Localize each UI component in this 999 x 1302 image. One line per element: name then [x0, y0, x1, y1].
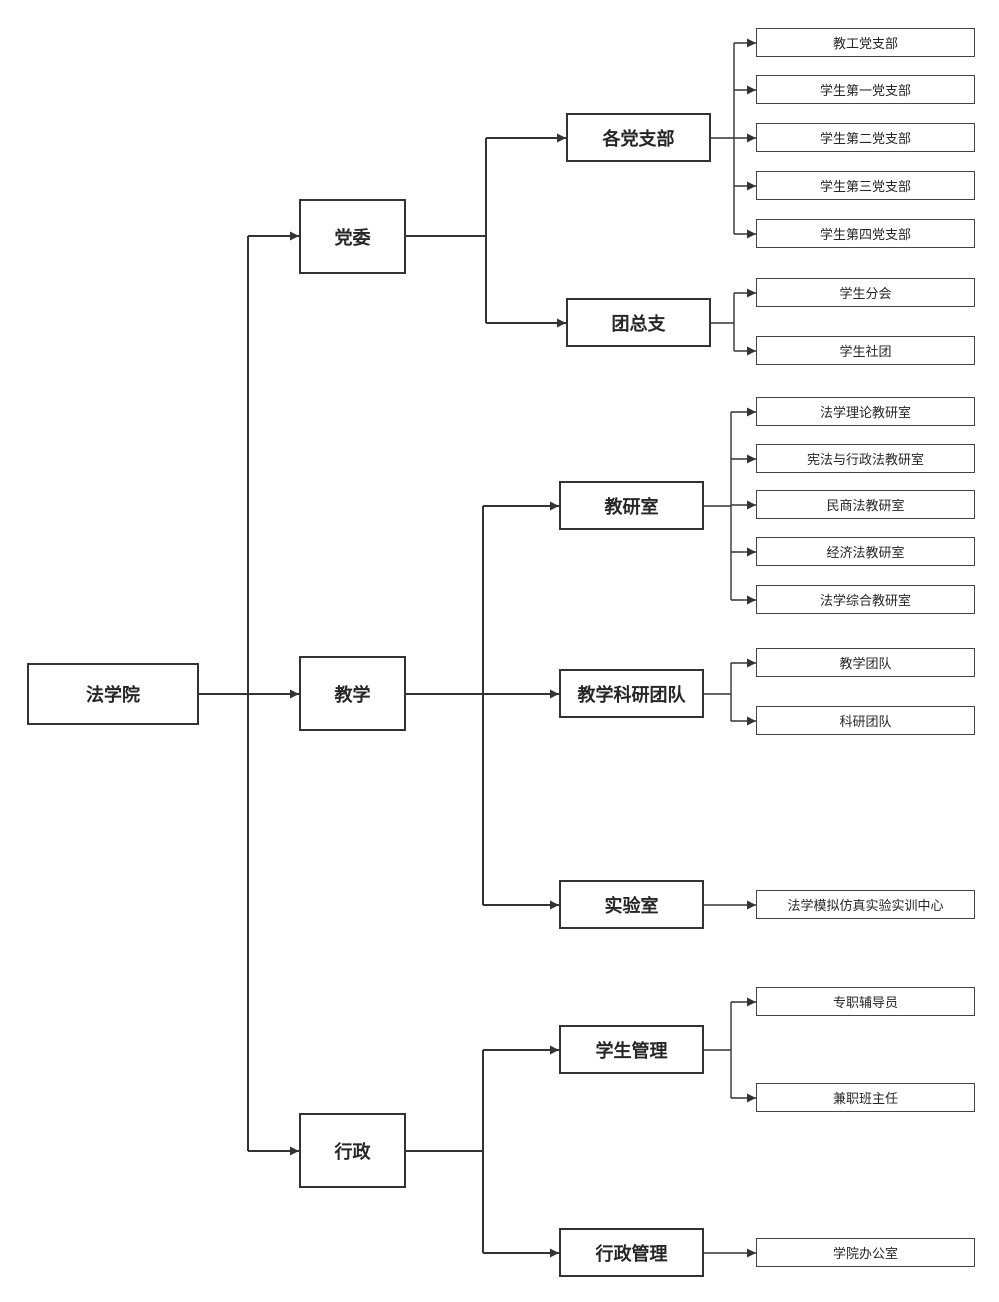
leaf-node: 民商法教研室 — [756, 490, 975, 519]
party-branches-node: 各党支部 — [566, 113, 711, 162]
leaf-node: 兼职班主任 — [756, 1083, 975, 1112]
leaf-node: 学生分会 — [756, 278, 975, 307]
leaf-node: 学生第一党支部 — [756, 75, 975, 104]
student-management-node: 学生管理 — [559, 1025, 704, 1074]
leaf-node: 学院办公室 — [756, 1238, 975, 1267]
leaf-node: 学生第三党支部 — [756, 171, 975, 200]
administration-node: 行政 — [299, 1113, 406, 1188]
research-team-node: 教学科研团队 — [559, 669, 704, 718]
laboratory-node: 实验室 — [559, 880, 704, 929]
leaf-node: 学生第二党支部 — [756, 123, 975, 152]
leaf-node: 教学团队 — [756, 648, 975, 677]
youth-league-node: 团总支 — [566, 298, 711, 347]
leaf-node: 专职辅导员 — [756, 987, 975, 1016]
leaf-node: 法学理论教研室 — [756, 397, 975, 426]
research-office-node: 教研室 — [559, 481, 704, 530]
teaching-node: 教学 — [299, 656, 406, 731]
root-node: 法学院 — [27, 663, 199, 725]
admin-management-node: 行政管理 — [559, 1228, 704, 1277]
leaf-node: 法学综合教研室 — [756, 585, 975, 614]
leaf-node: 宪法与行政法教研室 — [756, 444, 975, 473]
leaf-node: 学生第四党支部 — [756, 219, 975, 248]
leaf-node: 学生社团 — [756, 336, 975, 365]
leaf-node: 教工党支部 — [756, 28, 975, 57]
leaf-node: 科研团队 — [756, 706, 975, 735]
party-committee-node: 党委 — [299, 199, 406, 274]
leaf-node: 经济法教研室 — [756, 537, 975, 566]
leaf-node: 法学模拟仿真实验实训中心 — [756, 890, 975, 919]
